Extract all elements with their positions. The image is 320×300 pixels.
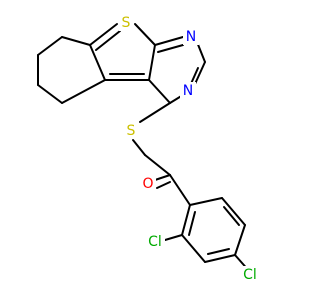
bond bbox=[223, 206, 240, 226]
bond bbox=[37, 36, 63, 56]
atom-s-thioether: S bbox=[124, 122, 138, 139]
atom-label: N bbox=[183, 83, 193, 99]
bond bbox=[37, 84, 63, 104]
atom-label: O bbox=[142, 176, 153, 192]
bond bbox=[194, 61, 206, 85]
bond bbox=[154, 174, 171, 181]
bond bbox=[89, 44, 106, 81]
bond bbox=[164, 234, 183, 241]
bond bbox=[204, 254, 236, 263]
bond bbox=[148, 79, 171, 104]
bond bbox=[144, 154, 171, 176]
atom-label: S bbox=[122, 15, 131, 31]
bond bbox=[132, 139, 146, 156]
bond bbox=[154, 36, 184, 46]
atom-cl-para: Cl bbox=[240, 266, 260, 283]
atom-label: S bbox=[127, 123, 136, 139]
bond bbox=[189, 197, 223, 206]
atom-cl-ortho: Cl bbox=[145, 233, 165, 250]
bond bbox=[181, 204, 191, 236]
atom-label: N bbox=[186, 29, 196, 45]
atom-s-thiophene: S bbox=[119, 14, 133, 31]
bond bbox=[61, 79, 106, 104]
atom-label: Cl bbox=[243, 267, 257, 283]
bond bbox=[89, 23, 118, 46]
bond bbox=[95, 30, 121, 51]
bond bbox=[221, 197, 246, 226]
bond bbox=[196, 41, 206, 63]
bond bbox=[148, 44, 156, 81]
bond bbox=[188, 211, 196, 236]
bond bbox=[139, 102, 171, 123]
molecule-structure: S N N S O Cl Cl bbox=[37, 14, 260, 283]
atom-labels: S N N S O Cl Cl bbox=[119, 14, 260, 283]
bond bbox=[157, 44, 184, 53]
bond bbox=[181, 234, 206, 263]
atom-o-carbonyl: O bbox=[140, 175, 156, 192]
bond bbox=[169, 174, 191, 206]
bond bbox=[156, 181, 171, 189]
atom-n-top: N bbox=[183, 28, 199, 45]
atom-label: Cl bbox=[148, 234, 162, 250]
bond bbox=[134, 23, 156, 46]
bond bbox=[207, 248, 230, 255]
atom-n-bottom: N bbox=[180, 82, 196, 99]
bond bbox=[61, 36, 91, 46]
bonds bbox=[37, 23, 251, 273]
bond bbox=[234, 224, 246, 256]
